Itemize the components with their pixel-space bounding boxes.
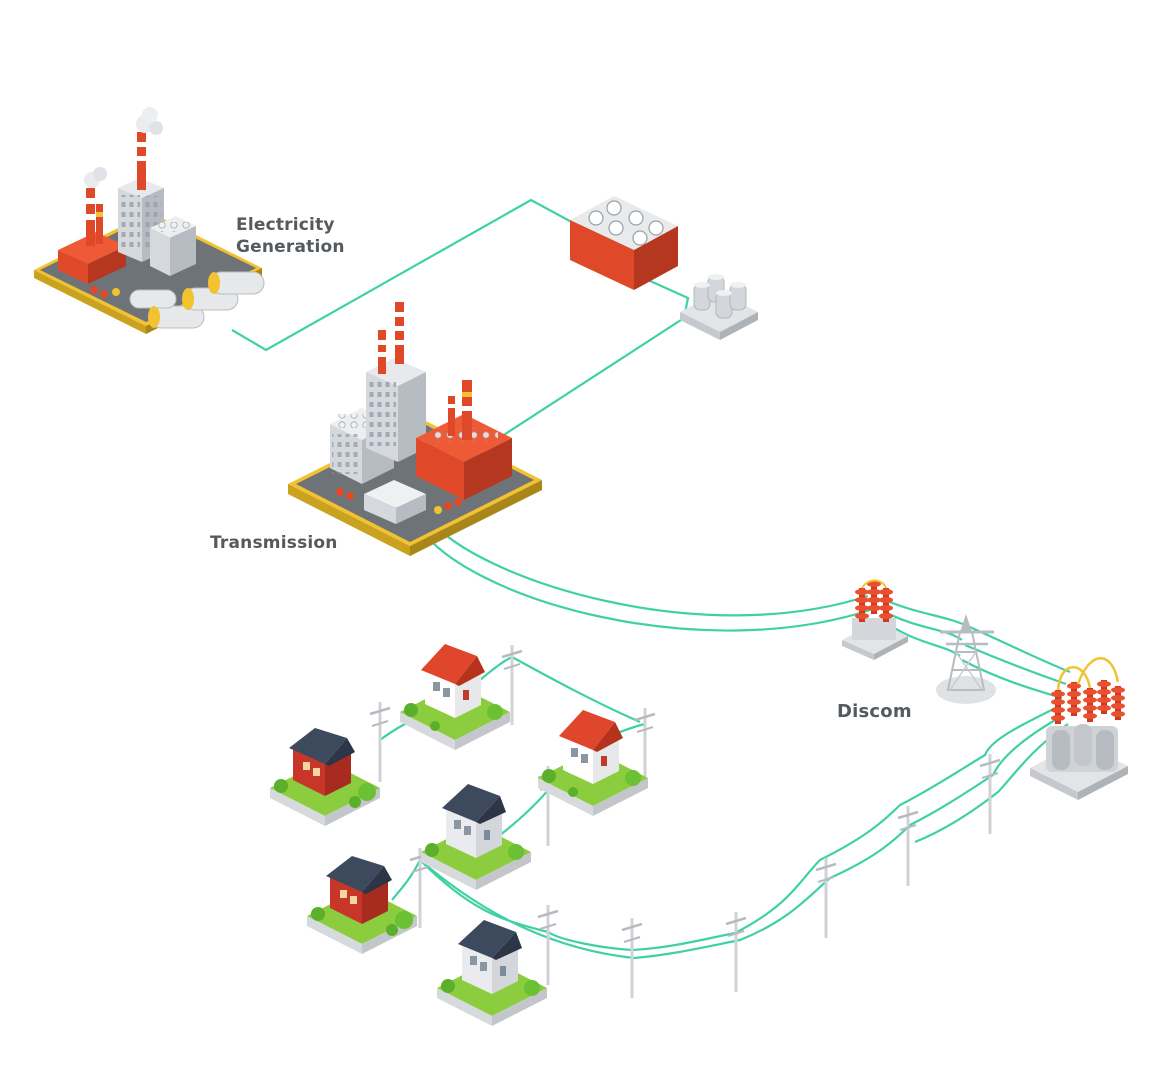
wire-transmission-to-substation-b [419, 527, 871, 632]
wire-tower-transformer-b [964, 643, 1067, 686]
house-icon [270, 728, 380, 826]
wire-distribution-c [914, 723, 1069, 844]
wire-substation-tower-a [884, 598, 973, 629]
wire-house-link-1 [419, 859, 549, 934]
house-icon [400, 644, 510, 750]
wire-generation-to-cooling [231, 198, 591, 352]
generation-label-line1: Electricity [236, 215, 335, 235]
storage-tanks-icon [680, 274, 758, 340]
wire-transmission-to-substation-a [429, 519, 869, 617]
utility-pole-icon [814, 856, 838, 940]
wire-tanks-to-transmission [495, 278, 690, 441]
utility-pole-icon [536, 903, 560, 987]
wire-house-link-6 [511, 656, 641, 724]
substation-icon [842, 579, 908, 660]
wire-tower-transformer-a [971, 626, 1071, 674]
house-icon [307, 856, 417, 954]
cooling-unit-icon [570, 196, 678, 290]
houses [270, 644, 648, 1026]
discom-label: Discom [837, 701, 912, 722]
utility-pole-icon [368, 700, 392, 784]
generation-label: Electricity Generation [236, 214, 345, 258]
house-icon [437, 920, 547, 1026]
house-icon [538, 710, 648, 816]
utility-pole-icon [896, 804, 920, 888]
wire-substation-tower-b [884, 611, 963, 641]
transmission-plant-icon [288, 302, 542, 556]
wire-distribution-b [419, 715, 1063, 960]
transmission-label: Transmission [210, 533, 338, 553]
generation-label-line2: Generation [236, 237, 345, 257]
transmission-tower-icon [936, 614, 996, 704]
power-plant-icon [34, 107, 265, 334]
wire-distribution-a [547, 705, 1061, 952]
wires [231, 198, 1071, 960]
transformer-icon [1030, 657, 1128, 800]
wire-house-link-2 [391, 859, 421, 901]
utility-pole-icon [724, 910, 748, 994]
